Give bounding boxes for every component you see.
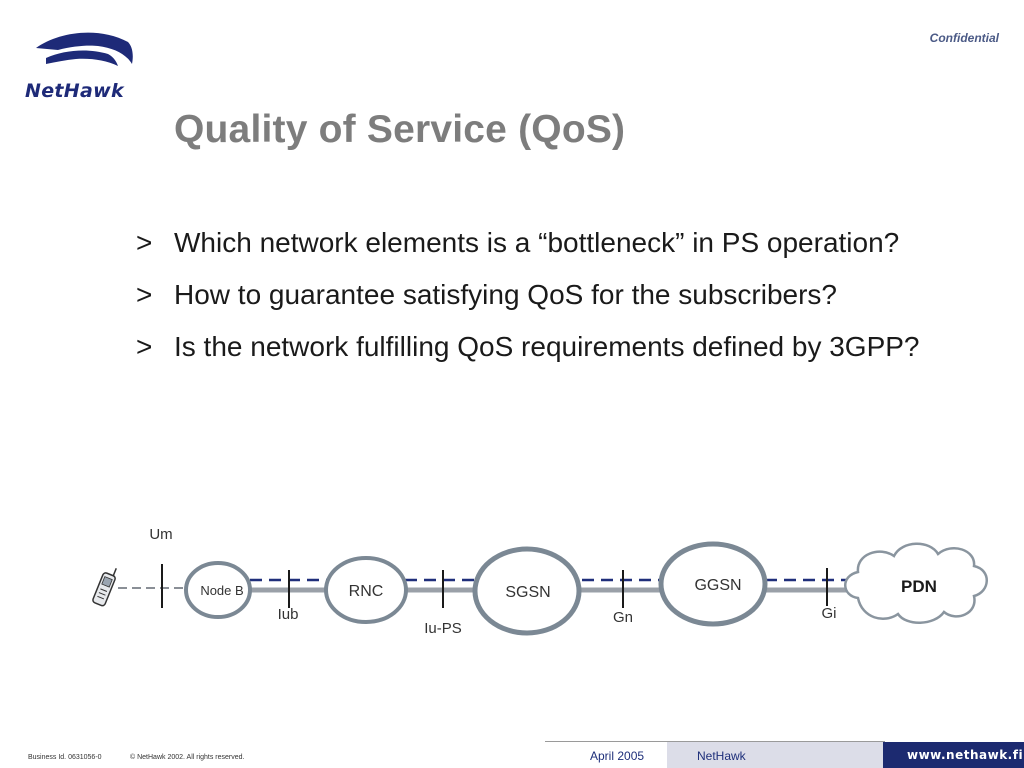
bullet-list: > Which network elements is a “bottlenec… [136,226,956,382]
ggsn-label: GGSN [694,577,741,594]
rnc-node [324,556,408,624]
confidential-label: Confidential [929,31,999,45]
bullet-marker: > [136,227,153,258]
list-item: > How to guarantee satisfying QoS for th… [136,278,956,311]
slide-title: Quality of Service (QoS) [174,108,626,151]
bullet-marker: > [136,279,153,310]
bullet-text: How to guarantee satisfying QoS for the … [174,279,838,310]
hawk-wing-icon [35,26,133,66]
website-banner: www.nethawk.fi [883,742,1024,768]
network-diagram: Node B RNC SGSN GGSN PDN Um Iub Iu-PS Gn… [92,526,988,637]
um-label: Um [149,526,172,543]
footer-divider [545,741,885,742]
rnc-label: RNC [349,583,384,600]
footer-company: NetHawk [697,749,746,763]
list-item: > Which network elements is a “bottlenec… [136,226,956,259]
nethawk-logo: NetHawk [22,24,137,104]
sgsn-node [472,546,582,636]
footer-date: April 2005 [590,749,645,763]
bullet-text: Which network elements is a “bottleneck”… [174,227,900,258]
website-link[interactable]: www.nethawk.fi [907,748,1024,762]
pdn-label: PDN [901,577,937,596]
gi-label: Gi [822,605,837,622]
iub-label: Iub [278,606,299,623]
node-b [184,561,252,619]
gn-label: Gn [613,609,633,626]
node-b-label: Node B [200,583,243,598]
sgsn-label: SGSN [505,584,550,601]
ggsn-node [658,541,768,627]
list-item: > Is the network fulfilling QoS requirem… [136,330,956,363]
iu-ps-label: Iu-PS [424,620,462,637]
bullet-text: Is the network fulfilling QoS requiremen… [174,331,920,362]
mobile-phone-icon [92,568,117,607]
bullet-marker: > [136,331,153,362]
copyright: © NetHawk 2002. All rights reserved. [130,754,245,761]
business-id: Business Id. 0631056-0 [28,754,102,761]
footer-company-box: NetHawk [667,742,883,768]
logo-text: NetHawk [25,80,124,102]
pdn-cloud [844,542,988,624]
